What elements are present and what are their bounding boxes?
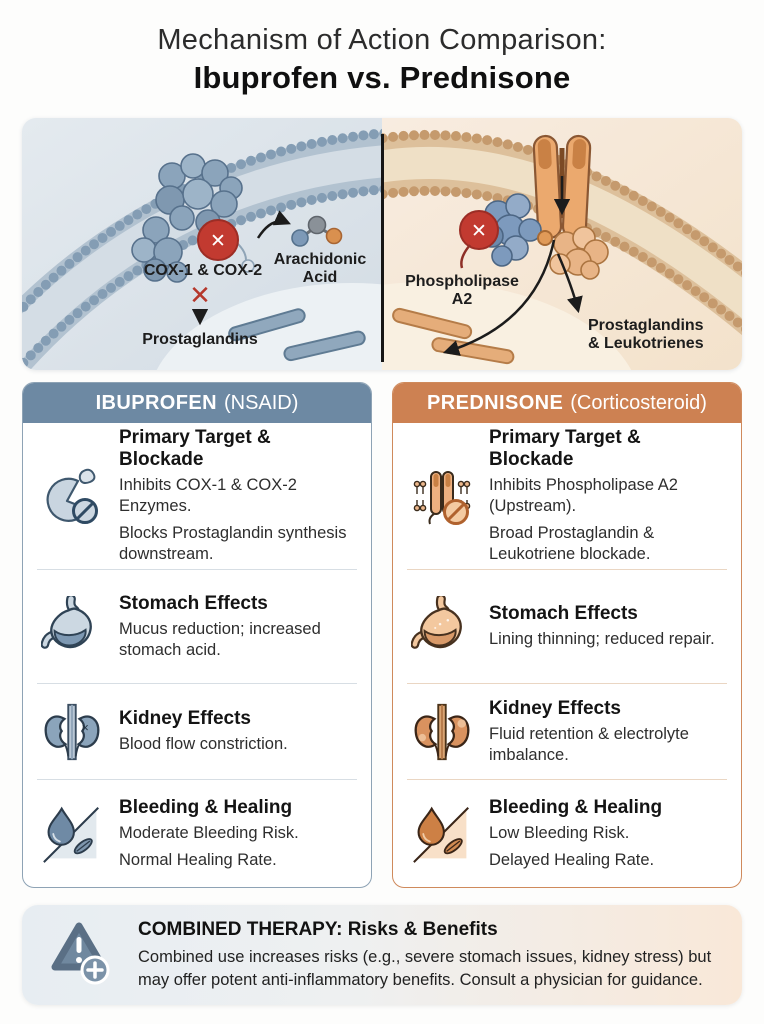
row-title: Kidney Effects: [489, 697, 621, 719]
organelle-rods-left: [228, 308, 366, 362]
blood-drop-wound-icon: [39, 804, 105, 864]
row-line: Mucus reduction; increased stomach acid.: [119, 619, 321, 659]
title-line1: Mechanism of Action Comparison:: [157, 24, 607, 56]
row-line: Inhibits COX-1 & COX-2 Enzymes.: [119, 476, 297, 516]
diagram-divider: [380, 134, 384, 362]
arrow-into-cell: [442, 239, 556, 356]
arachidonic-label-line2: Acid: [303, 269, 338, 286]
cox-label: COX-1 & COX-2: [144, 262, 262, 279]
row-title: Kidney Effects: [119, 708, 251, 730]
prednisone-row-primary-target: Primary Target & Blockade Inhibits Phosp…: [407, 423, 727, 569]
kidneys-icon: ✕: [39, 702, 105, 762]
products-label-line2: & Leukotrienes: [588, 335, 704, 352]
blocked-badge-pla2: ✕: [459, 210, 499, 250]
row-line: Fluid retention & electrolyte imbalance.: [489, 724, 689, 764]
page-title: Mechanism of Action Comparison: Ibuprofe…: [0, 24, 764, 96]
row-line: Moderate Bleeding Risk.: [119, 823, 299, 842]
row-line: Delayed Healing Rate.: [489, 850, 655, 869]
row-line: Blocks Prostaglandin synthesis downstrea…: [119, 524, 347, 563]
ibuprofen-row-stomach: Stomach Effects Mucus reduction; increas…: [37, 569, 357, 683]
svg-text:✕: ✕: [471, 220, 487, 242]
prednisone-subtitle: (Corticosteroid): [570, 391, 707, 414]
row-title: Primary Target & Blockade: [489, 427, 641, 471]
prednisone-panel-header: PREDNISONE (Corticosteroid): [393, 383, 741, 423]
prostaglandins-label: Prostaglandins: [142, 331, 258, 348]
phospholipase-label-line2: A2: [452, 291, 473, 308]
blocked-badge-cox: ✕: [197, 219, 239, 261]
prednisone-panel: PREDNISONE (Corticosteroid): [392, 382, 742, 888]
svg-text:✕: ✕: [210, 230, 226, 252]
pla2-pathway-illustration: ✕ Phospholipase A2 Prostaglandins & Leuk…: [382, 118, 742, 370]
stomach-icon: [409, 595, 475, 658]
stomach-icon: [39, 595, 105, 658]
row-line: Normal Healing Rate.: [119, 850, 277, 869]
row-title: Stomach Effects: [119, 592, 268, 614]
kidneys-icon: [409, 702, 475, 762]
ibuprofen-row-kidney: ✕ Kidney Effects Blood flow constriction…: [37, 683, 357, 779]
cox-pathway-illustration: ✕ Arachidonic Acid COX-1 & COX-2 ✕ Prost…: [22, 118, 382, 370]
row-line: Broad Prostaglandin & Leukotriene blocka…: [489, 524, 655, 563]
phospholipase-label-line1: Phospholipase: [405, 273, 519, 290]
released-molecule: [537, 230, 553, 246]
warning-plus-icon: [48, 917, 120, 994]
ibuprofen-panel-header: IBUPROFEN (NSAID): [23, 383, 371, 423]
ibuprofen-panel: IBUPROFEN (NSAID) Primary Target & Block…: [22, 382, 372, 888]
cox-enzyme-protein: [131, 153, 243, 283]
row-line: Lining thinning; reduced repair.: [489, 630, 715, 649]
ibuprofen-row-primary-target: Primary Target & Blockade Inhibits COX-1…: [37, 423, 357, 569]
prednisone-row-bleeding: Bleeding & Healing Low Bleeding Risk. De…: [407, 779, 727, 887]
row-title: Bleeding & Healing: [119, 796, 293, 818]
combined-therapy-text: COMBINED THERAPY: Risks & Benefits Combi…: [138, 919, 723, 992]
released-lipid-head: [241, 259, 255, 273]
row-line: Low Bleeding Risk.: [489, 823, 630, 842]
ibuprofen-title: IBUPROFEN: [95, 391, 217, 414]
arrow-to-products-right: [556, 253, 583, 314]
arachidonic-label-line1: Arachidonic: [274, 251, 367, 268]
prednisone-title: PREDNISONE: [427, 391, 564, 414]
svg-text:✕: ✕: [81, 723, 89, 734]
membrane-channel-blocked-icon: [409, 464, 475, 528]
blocked-x-mark: ✕: [189, 281, 211, 311]
row-title: Stomach Effects: [489, 603, 638, 625]
row-line: Blood flow constriction.: [119, 735, 288, 754]
ibuprofen-subtitle: (NSAID): [223, 391, 299, 414]
row-line: Inhibits Phospholipase A2 (Upstream).: [489, 476, 678, 516]
row-title: Primary Target & Blockade: [119, 427, 271, 471]
combined-therapy-card: COMBINED THERAPY: Risks & Benefits Combi…: [22, 905, 742, 1005]
mechanism-diagram: ✕ Arachidonic Acid COX-1 & COX-2 ✕ Prost…: [22, 118, 742, 370]
badge-pointer-line: [460, 244, 471, 269]
arachidonic-acid-molecule: [291, 215, 343, 247]
combined-therapy-title: COMBINED THERAPY: Risks & Benefits: [138, 918, 498, 940]
enzyme-blocked-icon: [39, 464, 105, 528]
row-title: Bleeding & Healing: [489, 796, 663, 818]
products-label-line1: Prostaglandins: [588, 317, 704, 334]
ibuprofen-row-bleeding: Bleeding & Healing Moderate Bleeding Ris…: [37, 779, 357, 887]
combined-therapy-body: Combined use increases risks (e.g., seve…: [138, 947, 712, 989]
prednisone-row-stomach: Stomach Effects Lining thinning; reduced…: [407, 569, 727, 683]
arrow-to-arachidonic: [256, 210, 291, 239]
prednisone-row-kidney: Kidney Effects Fluid retention & electro…: [407, 683, 727, 779]
comparison-cards: IBUPROFEN (NSAID) Primary Target & Block…: [22, 382, 742, 888]
released-lipid-tail: [237, 243, 247, 261]
title-line2: Ibuprofen vs. Prednisone: [193, 60, 571, 95]
blood-drop-wound-icon: [409, 804, 475, 864]
